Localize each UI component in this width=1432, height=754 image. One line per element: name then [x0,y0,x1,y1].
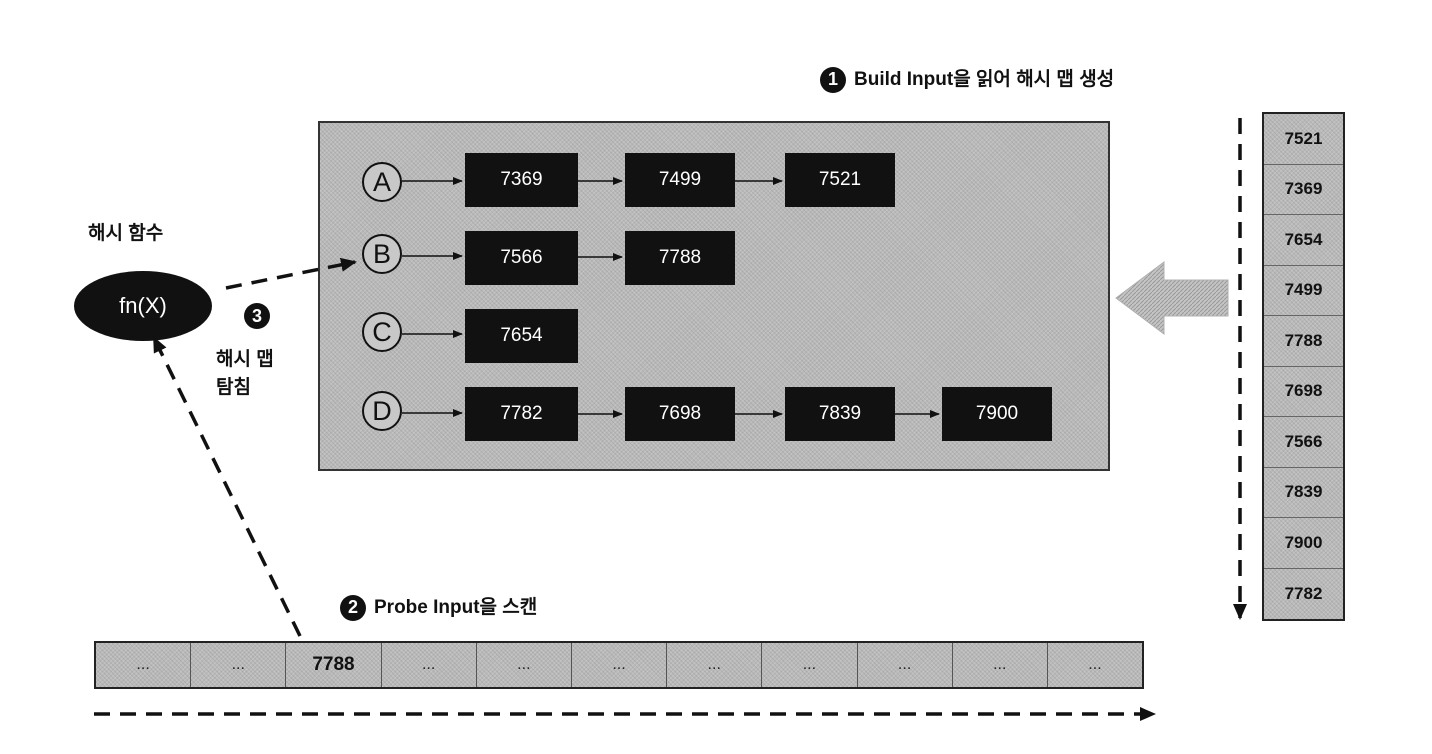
build-cell: 7566 [1264,417,1343,468]
bucket-a: A [362,162,402,202]
bucket-c: C [362,312,402,352]
probe-input-row: ... ... 7788 ... ... ... ... ... ... ...… [94,641,1144,689]
node-a-3: 7521 [785,153,895,207]
build-cell: 7654 [1264,215,1343,266]
probe-cell: ... [96,643,192,687]
bucket-b: B [362,234,402,274]
probe-cell: ... [858,643,953,687]
probe-cell: ... [667,643,763,687]
step3-badge: 3 [244,303,270,329]
build-cell: 7839 [1264,468,1343,518]
build-cell: 7521 [1264,114,1343,165]
step1-text: Build Input을 읽어 해시 맵 생성 [854,69,1115,90]
node-b-2: 7788 [625,231,735,285]
node-d-1: 7782 [465,387,578,441]
probe-cell: ... [382,643,477,687]
step2-title: 2 Probe Input을 스캔 [340,592,537,621]
build-cell: 7782 [1284,583,1323,603]
node-b-1: 7566 [465,231,578,285]
step2-text: Probe Input을 스캔 [374,597,538,618]
build-cell: 7499 [1264,266,1343,316]
bucket-d: D [362,391,402,431]
build-arrow-left [1115,261,1229,335]
node-d-4: 7900 [942,387,1052,441]
probe-cell: ... [572,643,668,687]
step3-line1: 해시 맵 [216,349,274,370]
build-cell: 7369 [1264,165,1343,215]
build-input-column: 7521 7369 7654 7499 7788 7698 7566 7839 … [1262,112,1345,621]
build-cell: 7900 [1264,518,1343,569]
node-d-3: 7839 [785,387,895,441]
probe-cell: ... [477,643,572,687]
step2-badge: 2 [340,594,366,621]
build-cell: 7788 [1264,316,1343,367]
step3-line2: 탐침 [216,377,251,398]
node-a-2: 7499 [625,153,735,207]
hash-function-title: 해시 함수 [88,223,164,244]
probe-cell: ... [1088,656,1102,673]
build-cell: 7698 [1264,367,1343,417]
hash-function-ellipse: fn(X) [74,271,212,341]
probe-cell-highlight: 7788 [286,643,382,687]
step1-title: 1 Build Input을 읽어 해시 맵 생성 [820,64,1114,93]
probe-cell: ... [191,643,287,687]
node-d-2: 7698 [625,387,735,441]
probe-cell: ... [762,643,858,687]
step1-badge: 1 [820,66,846,93]
probe-arrow-hashmap [225,257,357,290]
probe-arrow-hash [152,336,302,637]
probe-cell: ... [953,643,1048,687]
node-a-1: 7369 [465,153,578,207]
node-c-1: 7654 [465,309,578,363]
